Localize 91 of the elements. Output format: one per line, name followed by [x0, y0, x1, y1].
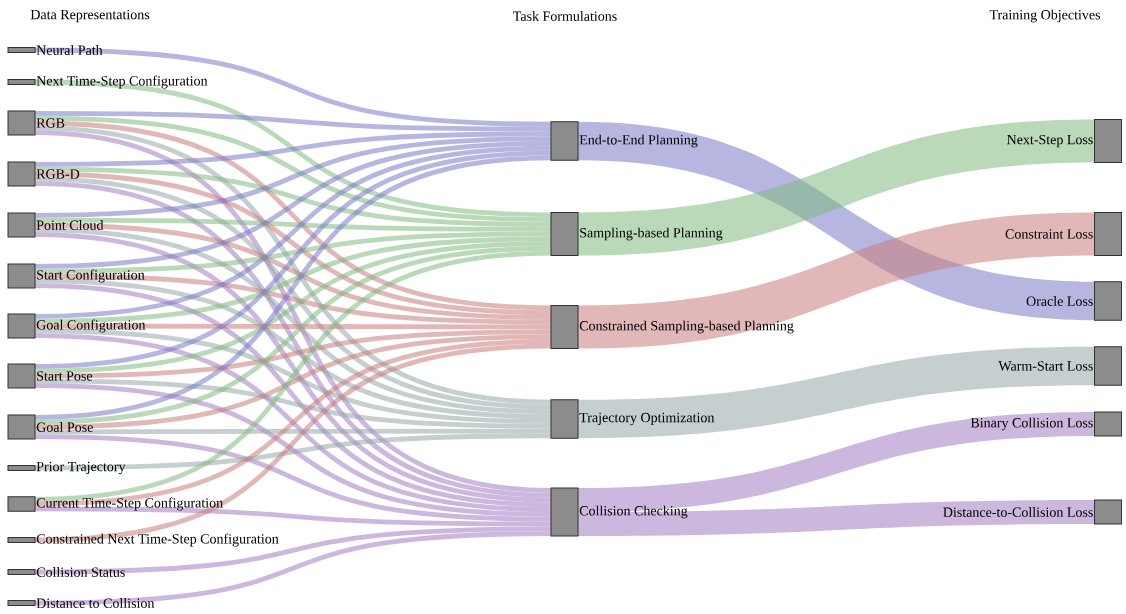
node-label: Collision Checking [579, 505, 688, 519]
flow-node: Constraint Loss [1005, 211, 1122, 257]
node-label: Constrained Sampling-based Planning [579, 320, 794, 334]
node-label: Point Cloud [36, 220, 104, 230]
flow-node: Collision Checking [550, 487, 688, 537]
flow-node: End-to-End Planning [550, 121, 698, 161]
flow-node: Neural Path [7, 45, 103, 55]
flow-band [35, 506, 551, 527]
column-heading: Task Formulations [513, 11, 617, 21]
flow-band [34, 434, 552, 522]
flow-band [34, 166, 552, 227]
flow-band [34, 130, 552, 493]
flow-band [34, 47, 552, 127]
node-label: Neural Path [36, 45, 103, 55]
node-label: Current Time-Step Configuration [36, 497, 223, 511]
flow-node: Collision Status [7, 567, 125, 577]
flow-band [34, 141, 552, 269]
flow-node: Next Time-Step Configuration [7, 75, 208, 89]
flow-band [578, 212, 1095, 349]
flow-node: Current Time-Step Configuration [7, 496, 223, 512]
flow-node: Binary Collision Loss [970, 411, 1122, 437]
flow-node: RGB-D [7, 161, 80, 187]
flow-band [34, 278, 552, 419]
flow-band [34, 120, 552, 311]
flow-band [34, 125, 552, 405]
node-label: Binary Collision Loss [970, 417, 1093, 431]
flow-band [35, 378, 552, 429]
flow-band [34, 222, 552, 320]
flow-band [35, 323, 551, 330]
flow-band [578, 412, 1095, 512]
flow-node: Prior Trajectory [7, 461, 126, 475]
column-heading: Training Objectives [989, 9, 1101, 23]
flow-band [578, 346, 1095, 439]
flow-band [34, 236, 552, 324]
node-label: RGB [36, 118, 65, 128]
flow-node: Sampling-based Planning [550, 211, 723, 257]
flow-band [34, 531, 552, 606]
flow-node: Trajectory Optimization [550, 399, 715, 439]
node-label: Collision Status [36, 567, 125, 577]
flow-node: RGB [7, 110, 65, 136]
node-label: Oracle Loss [1026, 296, 1093, 306]
flow-node: Oracle Loss [1026, 281, 1122, 321]
node-label: Next-Step Loss [1007, 134, 1093, 148]
node-label: Distance to Collision [36, 598, 155, 608]
flow-band [35, 111, 551, 132]
node-label: Warm-Start Loss [998, 361, 1093, 371]
flow-band [578, 119, 1095, 256]
flow-band [35, 131, 552, 167]
node-label: End-to-End Planning [579, 134, 698, 148]
node-label: Sampling-based Planning [580, 227, 723, 241]
flow-band [34, 241, 552, 374]
flow-band [35, 526, 552, 575]
flow-band [578, 121, 1095, 321]
flow-node: Start Configuration [7, 263, 145, 289]
flow-band [34, 383, 552, 517]
flow-node: Goal Configuration [7, 313, 146, 339]
flow-node: Start Pose [7, 363, 93, 389]
node-label: Distance-to-Collision Loss [943, 507, 1093, 517]
flow-band [34, 329, 552, 379]
flow-band [34, 145, 552, 319]
node-label: RGB-D [36, 169, 80, 179]
flow-band [34, 150, 552, 369]
node-label: Start Pose [37, 371, 93, 381]
node-label: Constraint Loss [1005, 229, 1093, 239]
flow-band [34, 343, 552, 543]
flow-band [34, 171, 552, 315]
flow-node: Goal Pose [7, 414, 93, 440]
flow-node: Constrained Sampling-based Planning [550, 304, 794, 350]
flow-band [35, 428, 551, 435]
flow-band [34, 79, 552, 218]
node-label: Trajectory Optimization [579, 412, 715, 426]
flow-node: Warm-Start Loss [998, 346, 1122, 386]
node-label: Goal Pose [36, 422, 93, 432]
flow-band [34, 181, 552, 498]
flow-node: Distance to Collision [7, 598, 155, 608]
flow-band [34, 283, 552, 508]
flow-node: Distance-to-Collision Loss [943, 499, 1122, 525]
flow-band [35, 217, 551, 232]
flow-node: Point Cloud [7, 212, 104, 238]
node-label: Prior Trajectory [36, 461, 126, 475]
column-heading: Data Representations [30, 9, 150, 23]
flow-band [35, 273, 552, 325]
node-label: Start Configuration [37, 269, 145, 283]
node-label: Goal Configuration [36, 319, 146, 333]
flow-node: Next-Step Loss [1007, 118, 1122, 164]
flow-band [34, 136, 552, 218]
flow-band [35, 231, 552, 274]
flow-band [578, 500, 1095, 536]
flow-band [35, 433, 552, 471]
flow-node: Constrained Next Time-Step Configuration [7, 533, 279, 547]
flow-band [34, 115, 552, 222]
